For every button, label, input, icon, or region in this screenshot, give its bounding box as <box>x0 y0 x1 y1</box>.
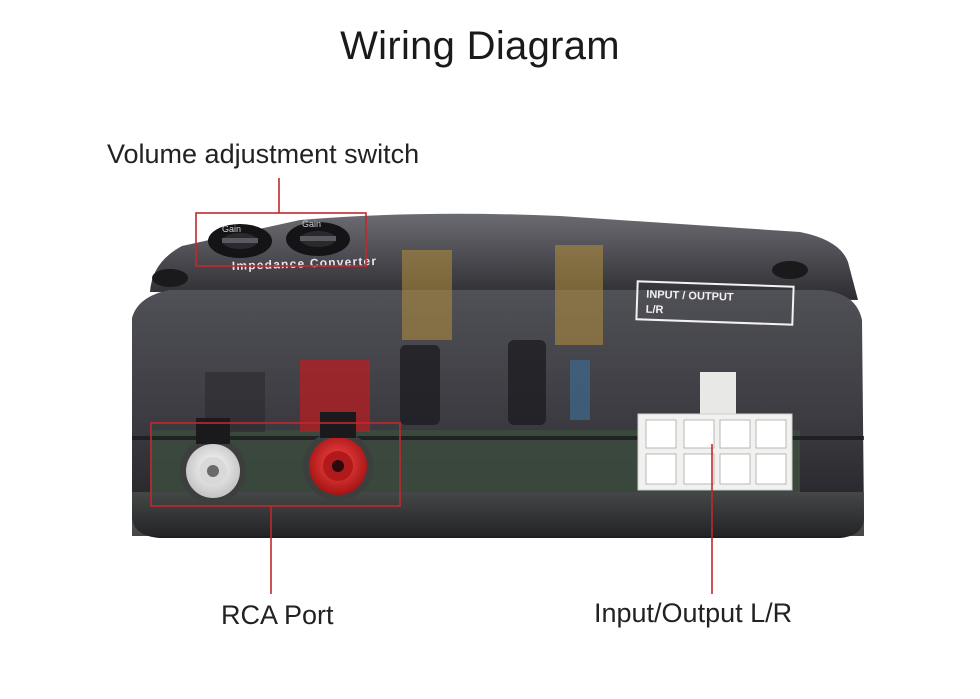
rca-highlight-box <box>150 422 401 507</box>
input-output-connector <box>637 372 793 491</box>
gain-knob-1: Gain <box>208 224 272 258</box>
page-title: Wiring Diagram <box>340 24 620 68</box>
mount-hole-left <box>152 269 188 287</box>
io-label-line2: L/R <box>646 304 664 317</box>
volume-highlight-box <box>195 212 367 267</box>
rca-jack-white <box>180 418 246 504</box>
mount-hole-right <box>772 261 808 279</box>
brand-text: Impedance Converter <box>232 254 378 273</box>
callout-volume-adjustment-switch: Volume adjustment switch <box>107 139 420 169</box>
transformer-right <box>555 245 603 345</box>
transformer-left <box>402 250 452 340</box>
knob-label-1: Gain <box>222 224 241 234</box>
knob-label-2: Gain <box>302 219 321 229</box>
io-label-box: INPUT / OUTPUT L/R <box>635 280 795 326</box>
gain-knob-2: Gain <box>286 219 350 256</box>
rca-jack-red <box>303 412 373 501</box>
capacitor <box>400 345 440 425</box>
callout-input-output: Input/Output L/R <box>594 598 793 628</box>
io-label-line1: INPUT / OUTPUT <box>646 289 734 304</box>
callout-rca-port: RCA Port <box>221 600 334 630</box>
callout-lines <box>150 178 713 594</box>
